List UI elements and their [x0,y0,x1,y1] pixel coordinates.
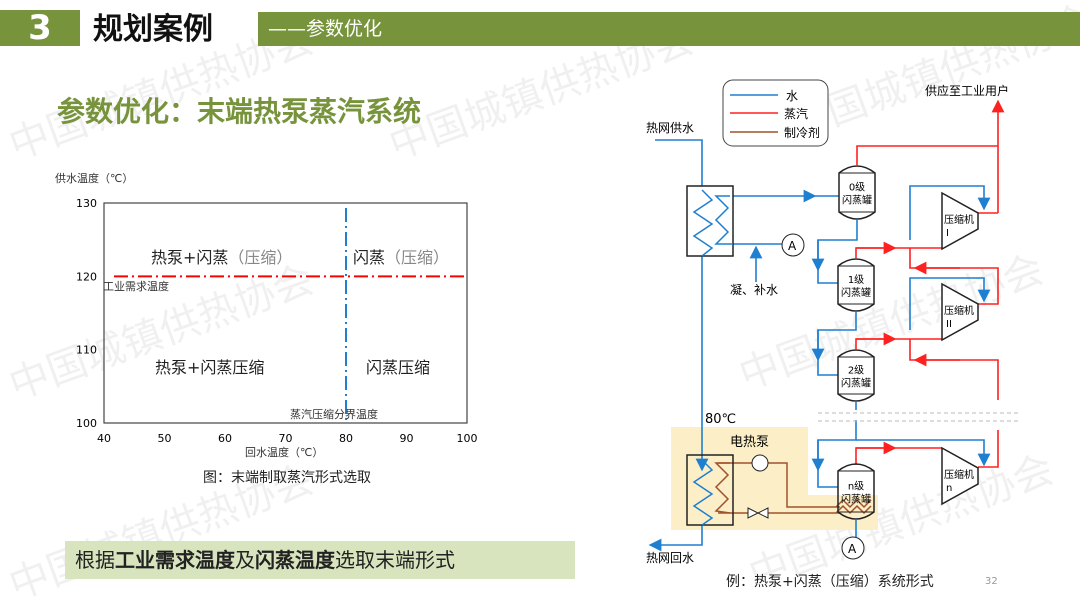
makeup-label: 凝、补水 [730,282,778,297]
compressor-name: 压缩机 [944,213,974,226]
legend-water: 水 [786,89,798,103]
x-tick-label: 40 [97,432,111,445]
region-label: 热泵+闪蒸压缩 [155,358,264,377]
tank-name: 闪蒸罐 [842,194,872,207]
compressor-number: I [946,228,949,239]
summary-bold: 闪蒸温度 [255,548,335,572]
tank-level: 1级 [848,274,864,286]
page-title: 参数优化：末端热泵蒸汽系统 [57,95,422,128]
compressor: 压缩机 n [941,446,979,506]
x-tick-label: 50 [158,432,172,445]
y-tick-label: 130 [76,197,97,210]
valve-icon [747,507,769,519]
return-water-label: 热网回水 [646,551,694,565]
summary-text: 选取末端形式 [335,548,455,572]
tank-name: 闪蒸罐 [841,377,871,390]
page-number: 32 [985,576,998,587]
y-axis-label: 供水温度（℃） [55,171,133,185]
x-axis-label: 回水温度（℃） [245,445,323,459]
pump-a-label: A [848,542,857,556]
supply-water-label: 热网供水 [646,121,694,135]
y-tick-label: 110 [76,344,97,357]
tank-level: n级 [848,481,864,493]
diagram-caption: 例：热泵+闪蒸（压缩）系统形式 [726,574,934,590]
compressor: 压缩机 I [941,191,979,251]
region-label: 闪蒸（压缩） [353,248,449,267]
y-tick-label: 120 [76,270,97,283]
legend-steam: 蒸汽 [784,106,808,121]
section-number: 3 [0,10,80,46]
heat-exchanger [686,454,734,526]
compressor: 压缩机 II [941,282,979,342]
vline-label: 蒸汽压缩分界温度 [290,407,378,421]
x-tick-label: 60 [218,432,232,445]
x-tick-label: 90 [400,432,414,445]
compressor-name: 压缩机 [944,468,974,481]
plot-area [103,202,468,424]
summary-text: 根据 [75,548,115,572]
region-label: 热泵+闪蒸（压缩） [151,248,292,267]
x-tick-label: 80 [339,432,353,445]
tank-level: 2级 [848,365,864,377]
x-tick-label: 100 [457,432,478,445]
pump-a-label: A [788,239,797,253]
compressor-number: II [946,319,952,330]
compressor-name: 压缩机 [944,304,974,317]
summary-bold: 工业需求温度 [115,548,235,572]
section-title: 规划案例 [93,12,213,47]
heat-pump-label: 电热泵 [730,435,769,450]
y-tick-label: 100 [76,417,97,430]
legend-refrigerant: 制冷剂 [784,125,820,140]
chart-caption: 图：末端制取蒸汽形式选取 [203,470,371,486]
x-tick-label: 70 [279,432,293,445]
tank-name: 闪蒸罐 [841,286,871,299]
pump-icon [751,454,769,472]
tank-level: 0级 [849,182,865,194]
tank-name: 闪蒸罐 [841,493,871,506]
hline-label: 工业需求温度 [103,279,169,293]
temp-label: 80℃ [705,412,736,427]
summary-box: 根据工业需求温度及闪蒸温度选取末端形式 [65,541,575,579]
pump-a-icon [781,233,805,257]
subtitle-bar: ——参数优化 [258,12,1080,46]
to-user-label: 供应至工业用户 [925,83,1009,98]
region-label: 闪蒸压缩 [366,358,430,377]
summary-text: 及 [235,548,255,572]
compressor-number: n [946,483,952,494]
pump-a-icon [841,536,865,560]
